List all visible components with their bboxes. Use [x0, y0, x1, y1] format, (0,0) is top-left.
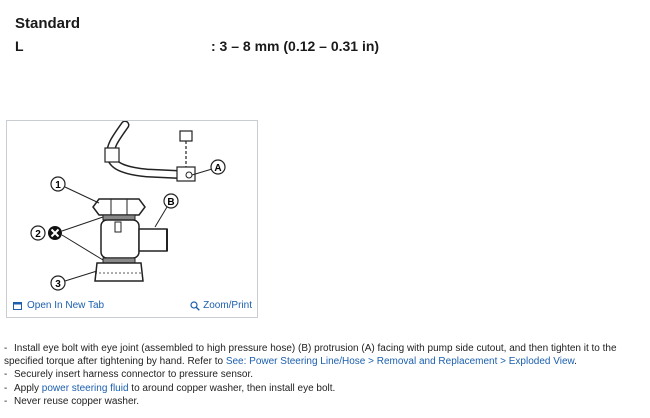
step-apply-fluid: -Apply power steering fluid to around co… — [4, 382, 336, 394]
bullet: - — [4, 343, 8, 354]
callout-3-leader — [64, 270, 98, 282]
callout-b-circle — [163, 193, 179, 209]
magnifier-icon — [190, 300, 200, 311]
zoom-print-button[interactable]: Zoom/Print — [190, 300, 252, 311]
spec-label: L — [15, 38, 24, 54]
spec-value: : 3 – 8 mm (0.12 – 0.31 in) — [211, 38, 380, 54]
callout-b-text: B — [167, 197, 174, 208]
callout-a-leader — [191, 168, 213, 176]
bullet: - — [4, 369, 8, 381]
callout-2-leader-upper — [61, 216, 104, 232]
bullet: - — [4, 382, 8, 394]
figure-footer: Open In New Tab Zoom/Print — [7, 295, 257, 317]
callout-a-text: A — [214, 163, 221, 174]
sensor-port — [185, 171, 193, 179]
eye-bolt-diagram: A B 1 2 3 — [30, 121, 226, 291]
callout-1-text: 1 — [55, 180, 61, 191]
step-install-eye-bolt: -Install eye bolt with eye joint (assemb… — [4, 343, 617, 368]
figure-box: A B 1 2 3 — [6, 120, 258, 318]
pump-side-base — [94, 262, 144, 282]
step-insert-connector: -Securely insert harness connector to pr… — [4, 369, 254, 381]
bullet: - — [4, 395, 8, 407]
callout-b-leader — [154, 206, 168, 228]
callout-2-leader-lower — [61, 234, 104, 261]
power-steering-fluid-link[interactable]: power steering fluid — [41, 382, 129, 394]
high-pressure-hose — [138, 228, 168, 252]
callout-3-text: 3 — [55, 279, 61, 290]
zoom-label: Zoom/Print — [203, 300, 252, 311]
open-in-new-tab-button[interactable]: Open In New Tab — [13, 300, 104, 311]
callout-3-circle — [50, 275, 66, 291]
callout-a-circle — [210, 159, 226, 175]
instructions: -Install eye bolt with eye joint (assemb… — [4, 342, 644, 408]
callout-2-circle — [30, 225, 46, 241]
spec-heading: Standard — [15, 15, 81, 32]
callout-1-circle — [50, 176, 66, 192]
callout-2-text: 2 — [35, 229, 41, 240]
sensor-cap — [179, 130, 193, 142]
step-never-reuse-washer: -Never reuse copper washer. — [4, 395, 140, 407]
open-tab-icon — [13, 301, 22, 310]
eye-joint-slot — [114, 221, 122, 233]
eye-bolt-head — [92, 198, 146, 216]
never-reuse-x-icon — [50, 228, 60, 238]
pipe-nut — [104, 147, 120, 163]
open-tab-label: Open In New Tab — [27, 300, 105, 311]
callout-1-leader — [64, 186, 100, 204]
exploded-view-link[interactable]: See: Power Steering Line/Hose > Removal … — [225, 356, 575, 368]
